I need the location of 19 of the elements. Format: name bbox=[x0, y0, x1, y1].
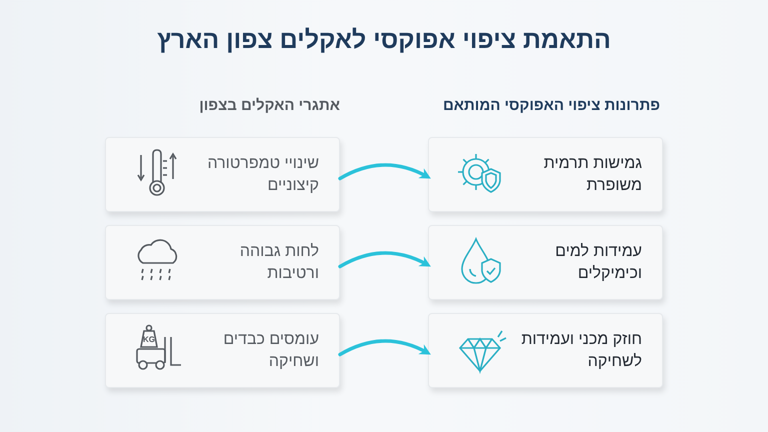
column-heading: פתרונות ציפוי האפוקסי המותאם bbox=[442, 97, 660, 114]
curved-arrow bbox=[338, 163, 431, 180]
card-text: גמישות תרמית משופרת bbox=[542, 154, 642, 196]
card-text: עומסים כבדים ושחיקה bbox=[222, 330, 319, 372]
challenge-card bbox=[105, 137, 340, 212]
weight-label: KG bbox=[143, 335, 155, 344]
title: התאמת ציפוי אפוקסי לאקלים צפון הארץ bbox=[156, 26, 612, 55]
card-text: שינויי טמפרטורה קיצוניים bbox=[206, 154, 319, 196]
solution-card bbox=[428, 313, 663, 388]
curved-arrow bbox=[338, 251, 431, 268]
challenge-card bbox=[105, 225, 340, 300]
challenge-card bbox=[105, 313, 340, 388]
solution-card bbox=[428, 225, 663, 300]
solution-card bbox=[428, 137, 663, 212]
curved-arrow bbox=[338, 339, 431, 356]
card-text: עמידות למים וכימיקלים bbox=[554, 242, 642, 284]
card-text: חוזק מכני ועמידות לשחיקה bbox=[520, 330, 642, 372]
card-text: לחות גבוהה ורטיבות bbox=[238, 242, 319, 284]
column-heading: אתגרי האקלים בצפון bbox=[199, 97, 340, 114]
